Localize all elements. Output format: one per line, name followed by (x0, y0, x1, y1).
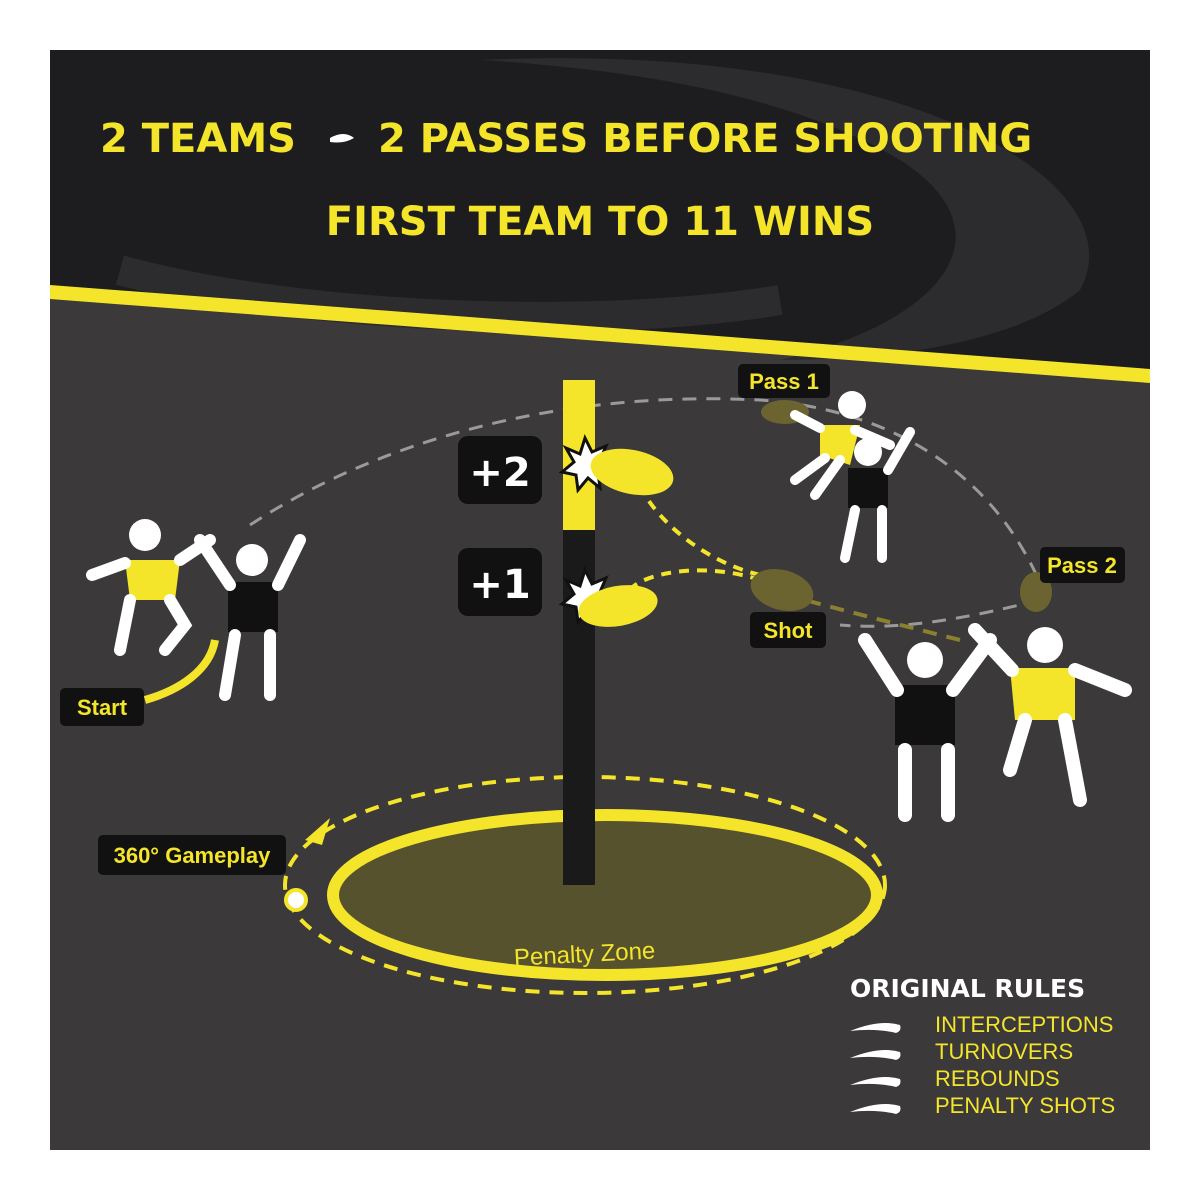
rebound-path-1 (628, 568, 761, 592)
pass-flight-path-2 (839, 598, 1041, 628)
pass1-text: Pass 1 (749, 369, 819, 394)
headline-win: FIRST TEAM TO 11 WINS (326, 199, 874, 245)
arrow-head-icon (305, 818, 330, 845)
pass2-label: Pass 2 (1040, 547, 1125, 583)
player-yellow-shot (968, 623, 1132, 807)
swoosh-tail (115, 255, 783, 332)
shot-text: Shot (764, 618, 814, 643)
shot-disc-icon (750, 568, 814, 612)
score-badge-plus2 (458, 436, 542, 504)
player-black-shot (858, 633, 997, 822)
rules-list: INTERCEPTIONS TURNOVERS REBOUNDS PENALTY… (850, 1012, 1115, 1118)
player-black-start (194, 534, 306, 701)
headline-teams: 2 TEAMS (100, 116, 296, 162)
start-label: Start (60, 688, 144, 726)
rule-item: INTERCEPTIONS (935, 1012, 1113, 1037)
start-text: Start (77, 695, 128, 720)
score-plus1: +1 (469, 562, 530, 608)
rules-title: ORIGINAL RULES (850, 974, 1085, 1003)
score-badge-plus1 (458, 548, 542, 616)
pass2-text: Pass 2 (1047, 553, 1117, 578)
yellow-divider-stripe (50, 285, 1150, 383)
disc-bullet-icon (850, 1050, 901, 1060)
shot-label: Shot (750, 612, 826, 648)
score-plus2: +2 (469, 450, 530, 496)
rule-item: REBOUNDS (935, 1066, 1060, 1091)
disc-swoosh-decoration (480, 58, 1090, 361)
player-marker-dot (284, 888, 308, 912)
gameplay-text: 360° Gameplay (114, 843, 272, 868)
disc-bullet-icon (850, 1077, 901, 1087)
rule-item: PENALTY SHOTS (935, 1093, 1115, 1118)
pass-flight-path (249, 397, 1047, 596)
disc-bullet-icon (850, 1023, 901, 1033)
impact-star-icon (558, 434, 616, 494)
disc-icon (578, 585, 658, 627)
penalty-zone (327, 809, 883, 981)
player-yellow-start (86, 519, 216, 656)
headline-passes: 2 PASSES BEFORE SHOOTING (378, 116, 1032, 162)
disc-icon (590, 448, 674, 496)
player-black-pass1 (840, 427, 915, 563)
disc-bullet-icon (330, 134, 354, 143)
player-yellow-pass1 (790, 391, 895, 500)
start-motion-curve (143, 639, 219, 704)
disc-bullet-icon (850, 1104, 901, 1114)
rule-item: TURNOVERS (935, 1039, 1073, 1064)
pass1-label: Pass 1 (738, 364, 830, 398)
gameplay-label: 360° Gameplay (98, 835, 286, 875)
rebound-path-2 (643, 493, 761, 577)
